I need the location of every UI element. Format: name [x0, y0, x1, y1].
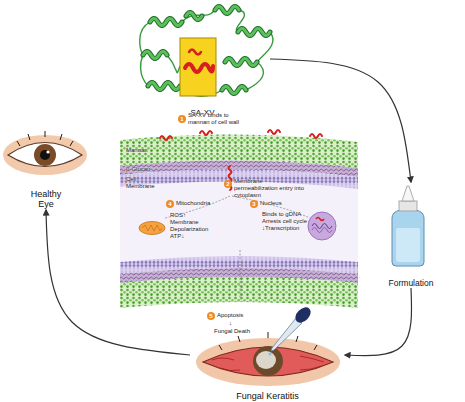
- eye-dropper: [268, 304, 313, 355]
- bound-peptide: [268, 130, 280, 134]
- highlight-box: [180, 38, 216, 96]
- cycle-arrow: [270, 59, 411, 182]
- cell-wall-section: [120, 130, 358, 308]
- dropper-bottle: [396, 228, 420, 262]
- eye-dropper: [292, 304, 313, 325]
- healthy-eye-illustration: [34, 144, 56, 166]
- healthy-eye-illustration: [3, 135, 87, 175]
- annotation: Mitochondria: [176, 200, 210, 207]
- mitochondria-icon: [139, 222, 165, 235]
- annotation: Membrane permeabilization entry into cyt…: [234, 178, 306, 199]
- callout-number: 1: [178, 115, 186, 123]
- annotation: Apoptosis: [217, 312, 243, 319]
- callout-number: 5: [207, 312, 215, 320]
- illustrated-step: Healthy Eye: [5, 130, 87, 210]
- bound-peptide: [200, 131, 212, 135]
- mitochondria-icon: [142, 225, 162, 231]
- annotation: SA-XV binds to mannan of cell wall: [188, 112, 250, 126]
- illustrated-step: SA-XV: [135, 0, 270, 118]
- protein-structure: [189, 50, 201, 55]
- healthy-eye-illustration: [40, 150, 50, 160]
- callout-number: 4: [166, 200, 174, 208]
- infected-eye-illustration: [253, 346, 283, 376]
- callout-number: 3: [250, 200, 258, 208]
- eye-dropper: [271, 318, 302, 351]
- healthy-eye-illustration: [46, 150, 49, 153]
- mitochondria-icon: [139, 222, 165, 235]
- cycle-arrow: [46, 210, 190, 355]
- dropper-bottle: [392, 186, 424, 266]
- step-label: Fungal Keratitis: [236, 392, 299, 402]
- annotation: β-Glucan: [126, 166, 150, 173]
- annotation: ROS↑ Membrane Depolarization ATP↓: [170, 212, 210, 240]
- illustrated-step: Formulation: [372, 182, 450, 288]
- healthy-eye-illustration: [8, 143, 82, 167]
- step-label: Formulation: [389, 279, 434, 288]
- bound-peptide: [310, 134, 322, 138]
- infected-eye-illustration: [203, 347, 333, 376]
- healthy-eye-illustration: [17, 131, 73, 146]
- protein-loops: [141, 55, 148, 86]
- mannan-layer: [120, 277, 358, 308]
- callout-number: 2: [224, 180, 232, 188]
- infected-eye-illustration: [256, 351, 276, 369]
- annotation: ↓: [229, 320, 232, 327]
- annotation: Nucleus: [260, 200, 282, 207]
- infected-eye-illustration: [196, 332, 340, 386]
- dropper-bottle: [392, 210, 424, 266]
- annotation: Binds to gDNA Arrests cell cycle ↓Transc…: [262, 211, 312, 232]
- step-label: Healthy Eye: [24, 190, 68, 210]
- dropper-bottle: [402, 186, 414, 201]
- protein-loops: [167, 55, 180, 73]
- bound-peptide: [160, 136, 172, 140]
- infected-eye-illustration: [196, 338, 340, 386]
- annotation: Mannan: [126, 147, 148, 154]
- healthy-eye-illustration: [3, 131, 87, 175]
- protein-structure: [140, 7, 273, 97]
- annotation: Fungal Death: [214, 328, 250, 335]
- nucleus-icon: [308, 212, 336, 240]
- illustrated-step: Fungal Keratitis: [190, 308, 345, 402]
- peptide-helix: [185, 64, 213, 72]
- nucleus-icon: [312, 228, 332, 233]
- cycle-arrow: [345, 288, 412, 356]
- nucleus-icon: [308, 212, 336, 240]
- annotation: Cell Membrane: [126, 176, 156, 190]
- eye-dropper: [268, 352, 271, 355]
- pathway-arrow: [240, 250, 241, 300]
- nucleus-icon: [316, 218, 324, 221]
- infected-eye-illustration: [219, 332, 317, 350]
- dropper-bottle: [399, 201, 417, 211]
